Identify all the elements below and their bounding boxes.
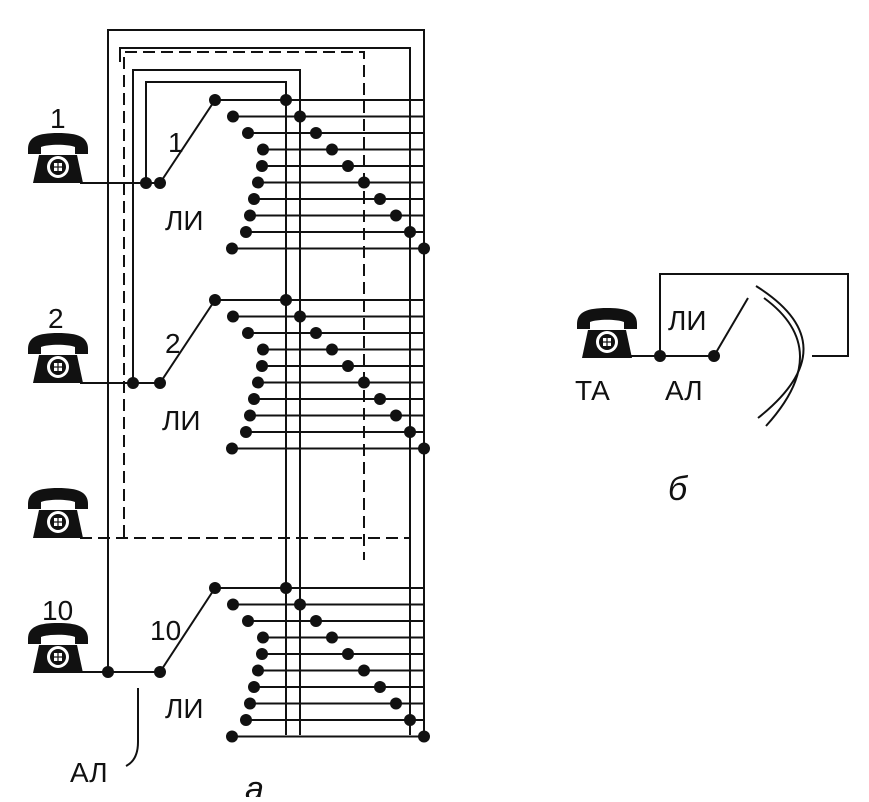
bank-10-junction (342, 648, 354, 660)
telephone-icon (27, 622, 89, 674)
bank-10-junction (418, 730, 430, 743)
bank-1-junction (310, 127, 322, 139)
telephone-icon (27, 332, 89, 384)
bank-2-junction (310, 327, 322, 339)
bank-1-contact (257, 143, 269, 156)
bank-10-junction (326, 631, 338, 644)
bank-2-contact (209, 294, 221, 306)
bank-10-contact (227, 598, 239, 611)
bank-1-junction (326, 143, 338, 156)
caption-a: а (245, 770, 264, 797)
switch-number-10: 10 (150, 615, 181, 646)
bank-2-contact (256, 360, 268, 372)
bank-2-junction (294, 310, 306, 323)
phone-label-b: ТА (575, 375, 610, 406)
bank-1-contact (226, 242, 238, 255)
subscriber-number-10: 10 (42, 595, 73, 626)
bank-10-contact (252, 664, 264, 677)
switch-banks (209, 94, 430, 743)
bank-1-junction (358, 176, 370, 189)
diagram-a (80, 29, 425, 735)
pivot-dots (102, 177, 166, 678)
bank-2-junction (390, 409, 402, 422)
bank-2-contact (257, 343, 269, 356)
switch-label-b: ЛИ (668, 305, 707, 336)
bank-1-contact (209, 94, 221, 106)
bank-2-contact (248, 393, 260, 405)
telephone-icon (27, 132, 89, 184)
bank-10-junction (280, 582, 292, 594)
switch-arm-2 (159, 299, 216, 384)
bank-1-contact (244, 209, 256, 222)
bank-2-junction (418, 442, 430, 455)
bank-2-junction (342, 360, 354, 372)
bank-10-junction (404, 714, 416, 726)
subscriber-number-1: 1 (50, 103, 66, 134)
switch-arm-10 (159, 587, 216, 673)
bank-arc-inner (763, 297, 801, 427)
loop-line-4 (145, 81, 287, 735)
bank-arc-outer (755, 285, 805, 419)
bank-1-junction (280, 94, 292, 106)
bank-10-contact (244, 697, 256, 710)
bank-10-contact (242, 615, 254, 627)
bank-2-contact (240, 426, 252, 438)
telephone-icon (576, 307, 638, 359)
diagram-b (628, 273, 849, 427)
line-label-a: АЛ (70, 757, 108, 788)
switch-label-1: ЛИ (165, 205, 204, 236)
pivot-dots-b (654, 350, 720, 362)
bank-10-contact (240, 714, 252, 726)
bank-2-contact (244, 409, 256, 422)
subscriber-number-2: 2 (48, 303, 64, 334)
switch-number-1: 1 (168, 127, 184, 158)
bank-2-junction (374, 393, 386, 405)
bank-2-junction (280, 294, 292, 306)
bank-2-contact (227, 310, 239, 323)
bank-10-junction (374, 681, 386, 693)
switch-label-2: ЛИ (162, 405, 201, 436)
bank-1-junction (418, 242, 430, 255)
bank-10-contact (257, 631, 269, 644)
bank-10-contact (248, 681, 260, 693)
bank-1-contact (248, 193, 260, 205)
bank-1-junction (294, 110, 306, 123)
bank-2-contact (252, 376, 264, 389)
telephone-icon (27, 487, 89, 539)
bank-2-junction (326, 343, 338, 356)
bank-1-contact (240, 226, 252, 238)
bank-10-junction (294, 598, 306, 611)
line-label-b: АЛ (665, 375, 703, 406)
bank-2-junction (358, 376, 370, 389)
switch-arm-1 (159, 99, 216, 184)
switch-arm-b (713, 297, 749, 357)
bank-10-contact (226, 730, 238, 743)
switch-number-2: 2 (165, 328, 181, 359)
loop-line-2 (119, 47, 411, 735)
bank-1-contact (256, 160, 268, 172)
loop-line-3 (132, 69, 301, 735)
bank-1-contact (227, 110, 239, 123)
bank-2-contact (242, 327, 254, 339)
caption-b: б (668, 470, 689, 508)
bank-2-contact (226, 442, 238, 455)
bank-1-junction (342, 160, 354, 172)
line-pointer (125, 688, 139, 767)
dashed-frame (123, 51, 365, 560)
loop-line-b (659, 273, 849, 357)
switch-label-10: ЛИ (165, 693, 204, 724)
bank-1-junction (404, 226, 416, 238)
bank-1-contact (252, 176, 264, 189)
bank-1-junction (390, 209, 402, 222)
bank-2-junction (404, 426, 416, 438)
bank-10-junction (310, 615, 322, 627)
bank-10-junction (390, 697, 402, 710)
bank-1-contact (242, 127, 254, 139)
bank-10-contact (256, 648, 268, 660)
bank-10-junction (358, 664, 370, 677)
bank-1-junction (374, 193, 386, 205)
bank-10-contact (209, 582, 221, 594)
